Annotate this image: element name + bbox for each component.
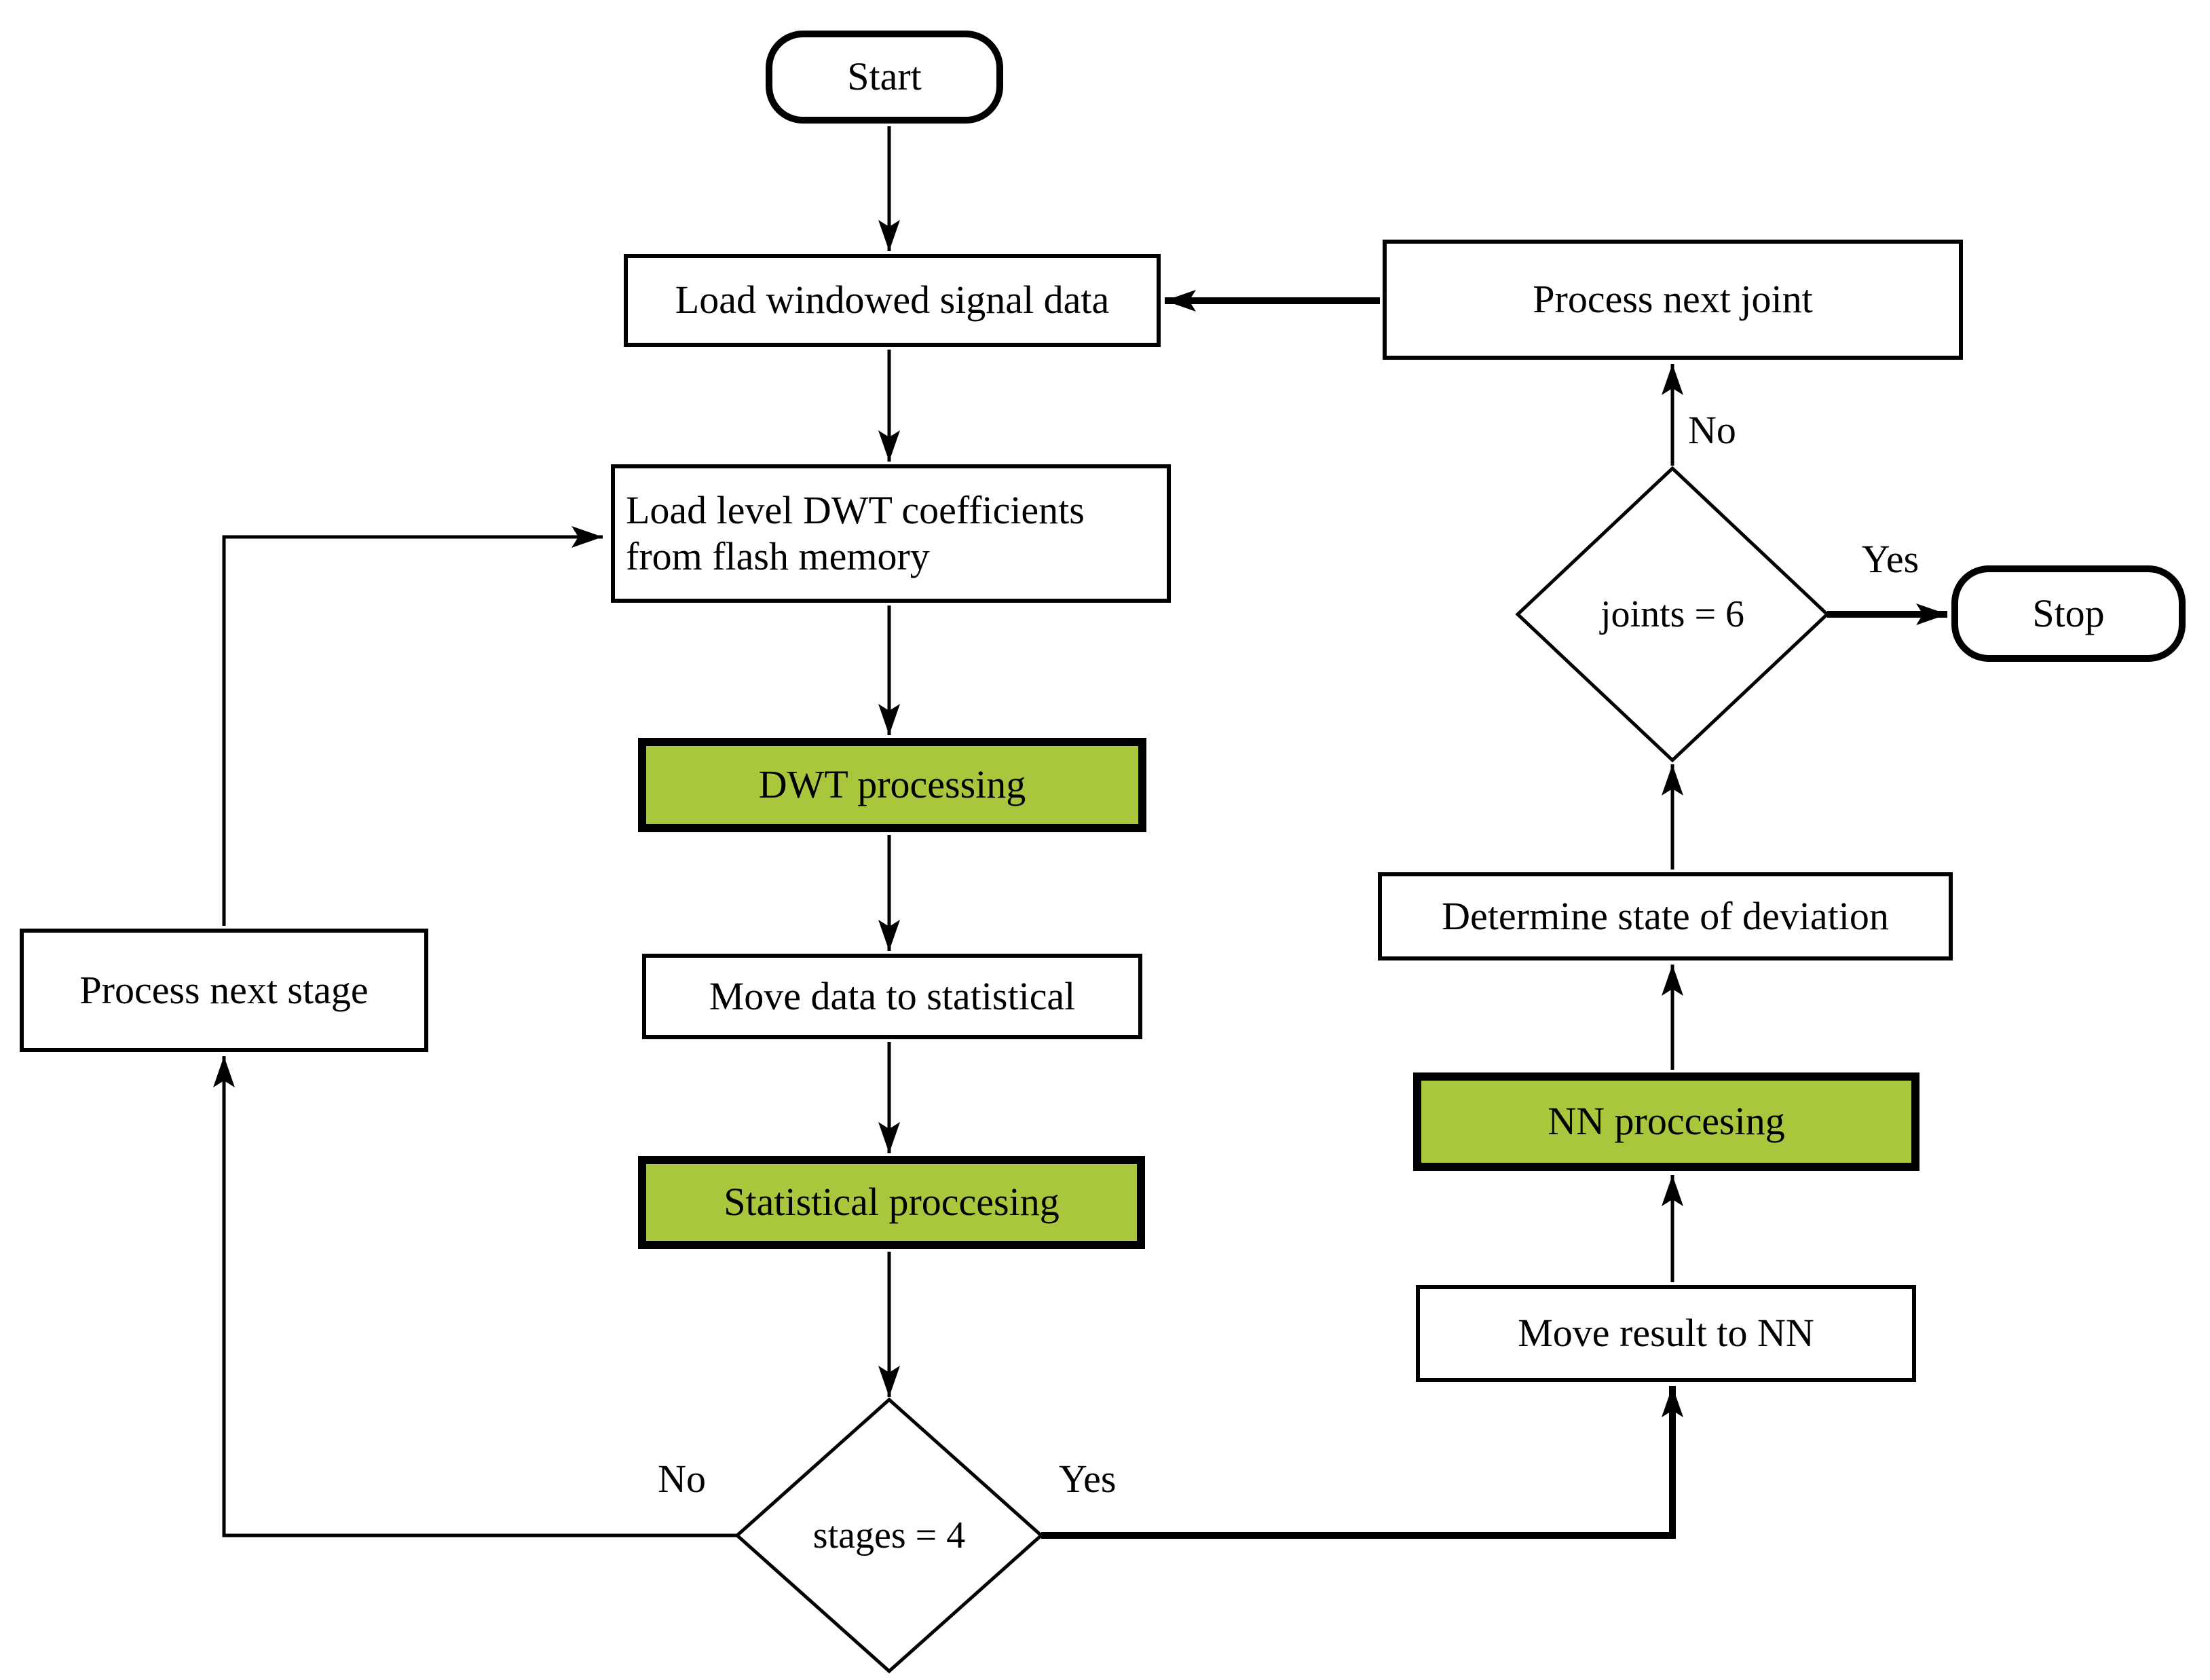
node-statistical-proccesing: Statistical proccesing (638, 1156, 1145, 1249)
node-start: Start (766, 31, 1003, 124)
node-stop-label: Stop (2032, 591, 2105, 635)
node-move-data-label: Move data to statistical (709, 973, 1076, 1018)
node-nn-label: NN proccesing (1548, 1099, 1785, 1144)
node-start-label: Start (847, 54, 922, 99)
stages-decision-diamond (734, 1397, 1044, 1674)
node-nn-proccesing: NN proccesing (1413, 1072, 1919, 1171)
node-load-level-label-line2: from flash memory (626, 534, 930, 578)
edge-label-stages-yes: Yes (1059, 1457, 1117, 1501)
node-process-next-joint-label: Process next joint (1533, 277, 1813, 322)
node-stop: Stop (1951, 565, 2186, 662)
edge-stages-no-to-process-next-stage (213, 1056, 737, 1537)
node-load-windowed-signal-data: Load windowed signal data (624, 254, 1161, 347)
node-move-result-to-nn: Move result to NN (1416, 1285, 1916, 1382)
node-move-data-to-statistical: Move data to statistical (642, 954, 1142, 1039)
node-process-next-stage-label: Process next stage (79, 967, 369, 1012)
edge-process-next-stage-to-load-level (222, 526, 603, 926)
node-statistical-label: Statistical proccesing (724, 1180, 1060, 1225)
edge-label-joints-yes: Yes (1861, 537, 1919, 581)
node-load-level-dwt-coefficients: Load level DWT coefficients from flash m… (611, 464, 1171, 603)
edge-stages-yes-to-move-result (1041, 1386, 1683, 1539)
joints-decision-text: joints = 6 (1600, 593, 1745, 635)
node-determine-label: Determine state of deviation (1442, 893, 1889, 938)
edge-label-stages-no: No (658, 1457, 706, 1501)
node-load-level-label-line1: Load level DWT coefficients (626, 487, 1085, 532)
node-load-windowed-label: Load windowed signal data (675, 278, 1110, 322)
joints-decision-diamond (1515, 466, 1830, 763)
node-dwt-label: DWT processing (758, 762, 1026, 807)
edge-label-joints-no: No (1688, 408, 1736, 452)
node-process-next-stage: Process next stage (20, 929, 428, 1052)
node-move-result-label: Move result to NN (1518, 1311, 1814, 1356)
joints-decision-label: joints = 6 (1518, 580, 1827, 648)
node-dwt-processing: DWT processing (638, 738, 1146, 832)
stages-decision-label: stages = 4 (737, 1501, 1041, 1569)
stages-decision-text: stages = 4 (812, 1514, 966, 1556)
node-load-level-label-lines: Load level DWT coefficients from flash m… (626, 487, 1085, 580)
node-determine-state-of-deviation: Determine state of deviation (1378, 872, 1953, 960)
node-process-next-joint: Process next joint (1383, 240, 1963, 360)
